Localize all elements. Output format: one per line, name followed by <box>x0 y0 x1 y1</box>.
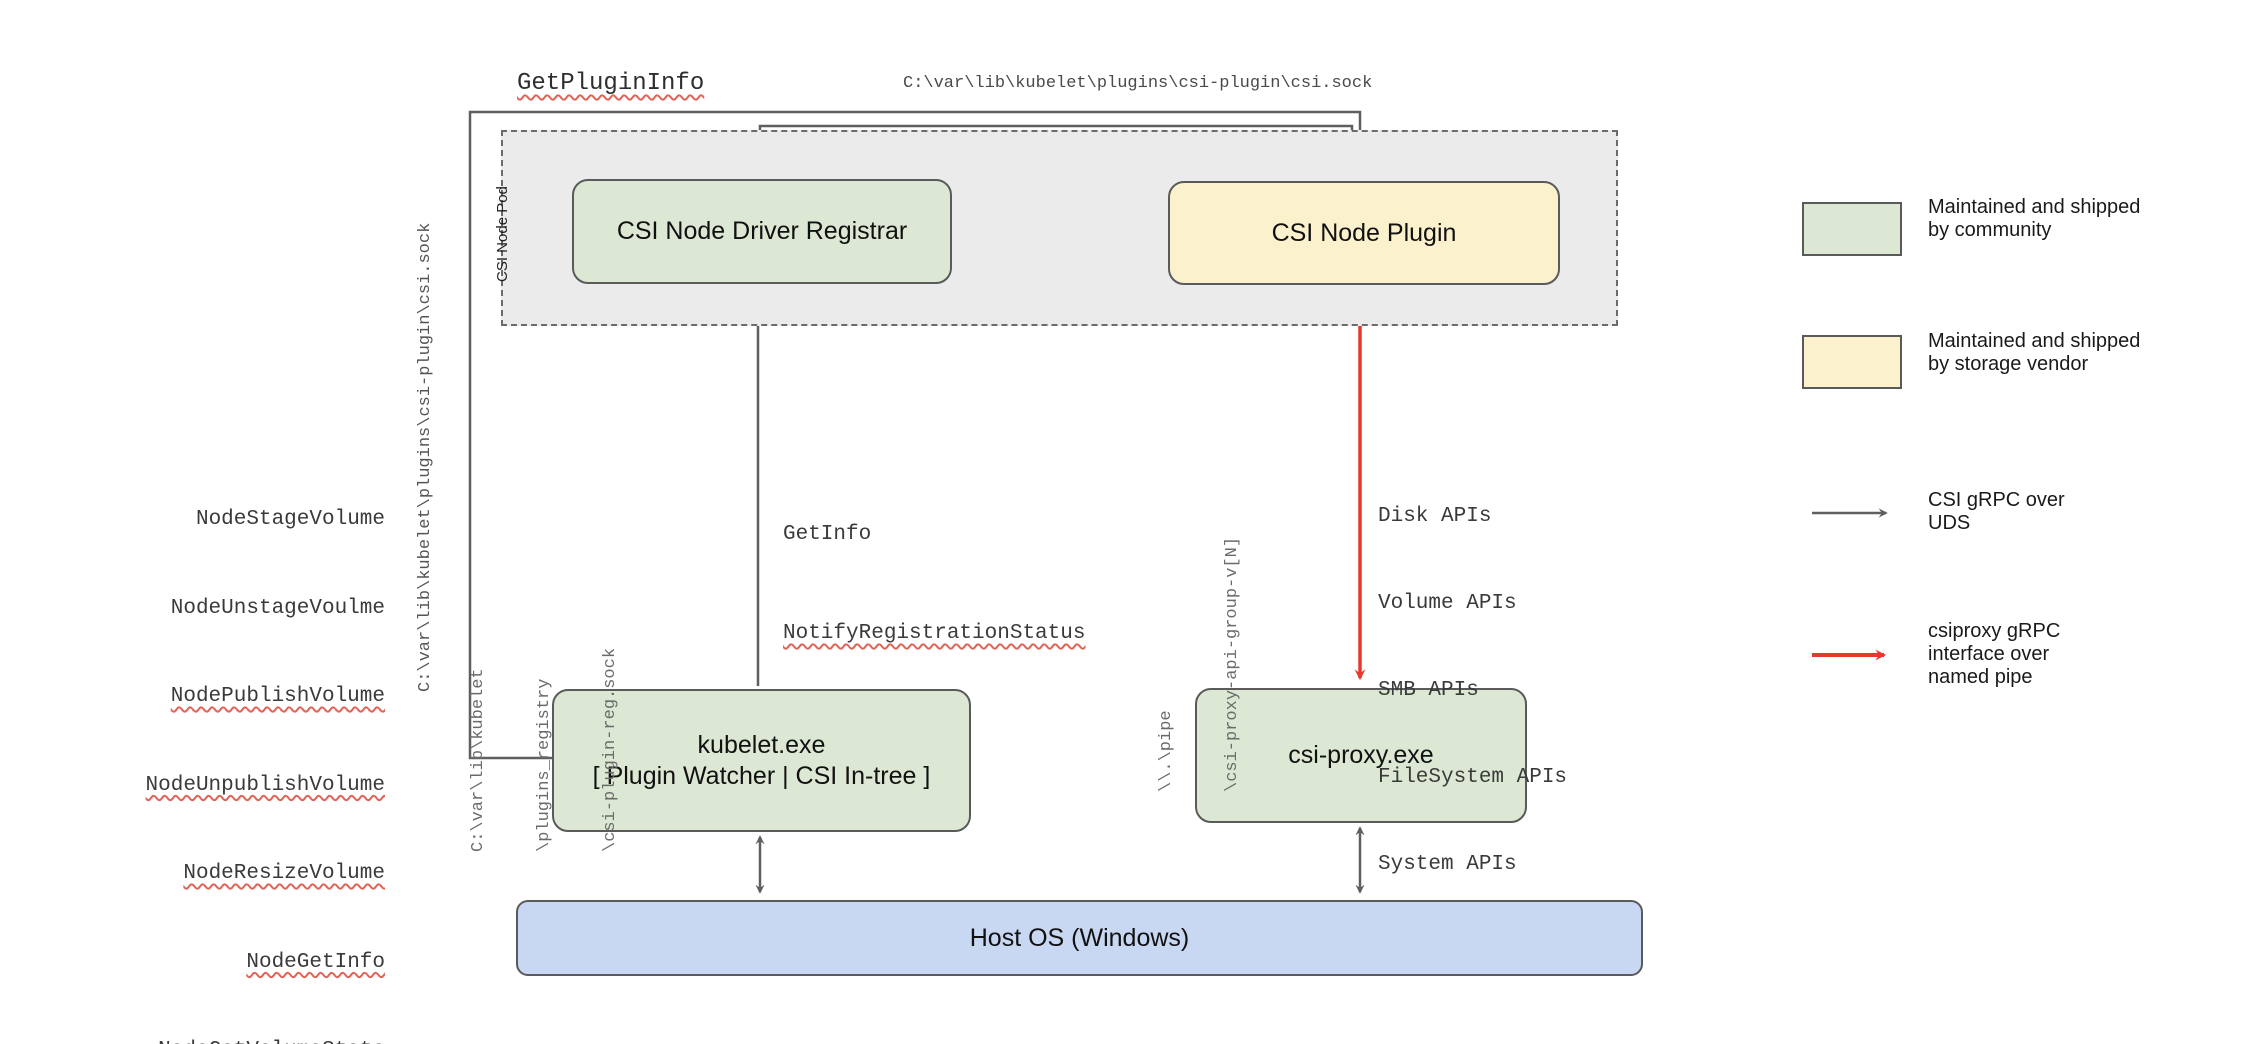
node-kubelet: kubelet.exe [ Plugin Watcher | CSI In-tr… <box>552 689 971 832</box>
kubelet-label-line2: [ Plugin Watcher | CSI In-tree ] <box>592 761 931 790</box>
node-rpc-list: NodeStageVolume NodeUnstageVoulme NodePu… <box>80 446 385 1044</box>
registration-sock-line: \csi-plugin-reg.sock <box>601 647 620 852</box>
get-info-label: GetInfo <box>783 523 872 546</box>
registrar-label: CSI Node Driver Registrar <box>616 217 908 245</box>
kubelet-label-line1: kubelet.exe <box>697 730 826 759</box>
proxy-api-item: System APIs <box>1378 853 1517 876</box>
annotation-registration-rpcs: GetInfo NotifyRegistrationStatus <box>783 452 1085 716</box>
legend-red-arrow-line: csiproxy gRPC <box>1928 620 2061 642</box>
annotation-kubelet-csi-sock-path: C:\var\lib\kubelet\plugins\csi-plugin\cs… <box>903 74 1373 93</box>
legend-red-arrow-line: interface over <box>1928 643 2050 665</box>
host-os-label: Host OS (Windows) <box>969 923 1190 952</box>
annotation-registration-sock-path: C:\var\lib\kubelet \plugins_registry \cs… <box>424 648 666 852</box>
node-rpc-item: NodePublishVolume <box>170 685 385 708</box>
node-host-os: Host OS (Windows) <box>516 900 1643 976</box>
annotation-left-sock-path: C:\var\lib\kubelet\plugins\csi-plugin\cs… <box>416 222 435 692</box>
registration-sock-line: C:\var\lib\kubelet <box>469 668 488 852</box>
named-pipe-line: \csi-proxy-api-group-v[N] <box>1223 536 1242 792</box>
legend-gray-arrow-line: UDS <box>1928 512 1971 534</box>
notify-registration-status-label: NotifyRegistrationStatus <box>783 622 1086 645</box>
node-rpc-item: NodeStageVolume <box>195 508 385 531</box>
annotation-get-plugin-info: GetPluginInfo <box>517 70 705 97</box>
legend-red-arrow-line: named pipe <box>1928 666 2033 688</box>
legend-vendor-swatch <box>1802 335 1902 389</box>
node-rpc-item: NodeGetVolumeStats <box>80 1036 385 1044</box>
legend-community-line: Maintained and shipped <box>1928 196 2141 218</box>
legend-red-arrow-label: csiproxy gRPC interface over named pipe <box>1928 620 2060 689</box>
legend-community-swatch <box>1802 202 1902 256</box>
csi-proxy-label: csi-proxy.exe <box>1288 741 1434 769</box>
proxy-api-item: FileSystem APIs <box>1378 766 1568 789</box>
legend-vendor-line: Maintained and shipped <box>1928 330 2141 352</box>
legend-community-label: Maintained and shipped by community <box>1928 196 2140 242</box>
node-csi-node-plugin: CSI Node Plugin <box>1168 181 1560 285</box>
kubelet-label: kubelet.exe [ Plugin Watcher | CSI In-tr… <box>593 730 931 792</box>
node-rpc-item: NodeUnstageVoulme <box>170 596 385 620</box>
proxy-api-item: Disk APIs <box>1378 505 1492 528</box>
node-csi-node-driver-registrar: CSI Node Driver Registrar <box>572 179 952 284</box>
proxy-api-list: Disk APIs Volume APIs SMB APIs FileSyste… <box>1378 444 1567 937</box>
node-rpc-item: NodeGetInfo <box>246 950 385 974</box>
legend-vendor-line: by storage vendor <box>1928 353 2089 375</box>
plugin-label: CSI Node Plugin <box>1271 218 1457 247</box>
annotation-named-pipe-path: \\.\pipe \csi-proxy-api-group-v[N] <box>1112 537 1288 792</box>
node-rpc-item: NodeUnpublishVolume <box>145 773 385 797</box>
node-csi-proxy: csi-proxy.exe <box>1195 688 1527 823</box>
legend-gray-arrow-label: CSI gRPC over UDS <box>1928 489 2065 535</box>
legend-gray-arrow-line: CSI gRPC over <box>1928 489 2065 511</box>
csi-node-pod-label: CSI Node Pod <box>494 186 511 282</box>
named-pipe-line: \\.\pipe <box>1157 710 1176 792</box>
legend-vendor-label: Maintained and shipped by storage vendor <box>1928 330 2140 376</box>
registration-sock-line: \plugins_registry <box>535 678 554 852</box>
proxy-api-item: SMB APIs <box>1378 679 1479 702</box>
proxy-api-item: Volume APIs <box>1378 592 1517 615</box>
legend-community-line: by community <box>1928 219 2052 241</box>
node-rpc-item: NodeResizeVolume <box>183 862 385 885</box>
